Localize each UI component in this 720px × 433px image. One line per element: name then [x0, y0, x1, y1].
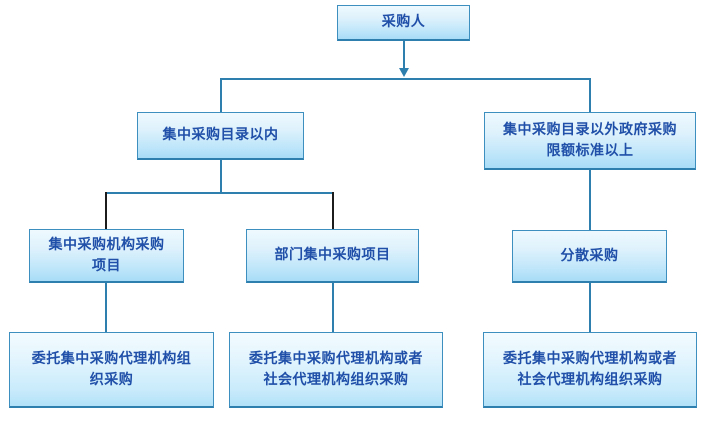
- node-entrust-centralized-or-social-1[interactable]: 委托集中采购代理机构或者 社会代理机构组织采购: [229, 332, 443, 408]
- node-entrust-centralized-or-social-2-line-1: 委托集中采购代理机构或者: [503, 350, 677, 367]
- node-entrust-centralized-or-social-2[interactable]: 委托集中采购代理机构或者 社会代理机构组织采购: [483, 332, 697, 408]
- node-department-centralized-project-line-1: 部门集中采购项目: [274, 247, 391, 263]
- connector-root-down: [403, 40, 405, 71]
- node-entrust-centralized-agency-line-1: 委托集中采购代理机构组: [31, 350, 192, 367]
- node-entrust-centralized-agency-line-2: 织采购: [89, 371, 134, 388]
- node-in-catalog-line-1: 集中采购目录以内: [162, 127, 279, 143]
- node-decentralized-purchase-line-1: 分散采购: [560, 247, 619, 264]
- node-out-catalog[interactable]: 集中采购目录以外政府采购 限额标准以上: [484, 112, 696, 170]
- connector-centralized-agency-down: [105, 283, 107, 332]
- arrowhead-root-down: [399, 68, 409, 77]
- connector-level1-bar: [220, 78, 591, 80]
- connector-department-down: [332, 283, 334, 332]
- connector-level2-bar: [105, 192, 334, 194]
- node-department-centralized-project[interactable]: 部门集中采购项目: [246, 229, 419, 283]
- node-entrust-centralized-or-social-1-line-2: 社会代理机构组织采购: [263, 371, 409, 388]
- connector-decentralized-down: [589, 283, 591, 332]
- node-root[interactable]: 采购人: [337, 5, 470, 41]
- node-centralized-agency-project-line-1: 集中采购机构采购: [48, 236, 165, 253]
- connector-level2-left-drop: [105, 192, 107, 229]
- node-entrust-centralized-or-social-2-line-2: 社会代理机构组织采购: [517, 371, 663, 388]
- node-decentralized-purchase[interactable]: 分散采购: [512, 230, 667, 283]
- connector-incatalog-down: [220, 160, 222, 193]
- connector-level1-left-drop: [220, 78, 222, 112]
- connector-level1-right-drop: [589, 78, 591, 112]
- node-root-line-1: 采购人: [381, 14, 426, 30]
- node-in-catalog[interactable]: 集中采购目录以内: [137, 112, 304, 160]
- node-out-catalog-line-1: 集中采购目录以外政府采购: [503, 121, 677, 138]
- connector-level2-right-drop: [332, 192, 334, 229]
- node-centralized-agency-project[interactable]: 集中采购机构采购 项目: [29, 229, 184, 283]
- connector-outcatalog-down: [589, 170, 591, 230]
- node-out-catalog-line-2: 限额标准以上: [546, 142, 634, 159]
- node-entrust-centralized-or-social-1-line-1: 委托集中采购代理机构或者: [249, 350, 423, 367]
- node-entrust-centralized-agency[interactable]: 委托集中采购代理机构组 织采购: [9, 332, 214, 408]
- node-centralized-agency-project-line-2: 项目: [92, 257, 121, 274]
